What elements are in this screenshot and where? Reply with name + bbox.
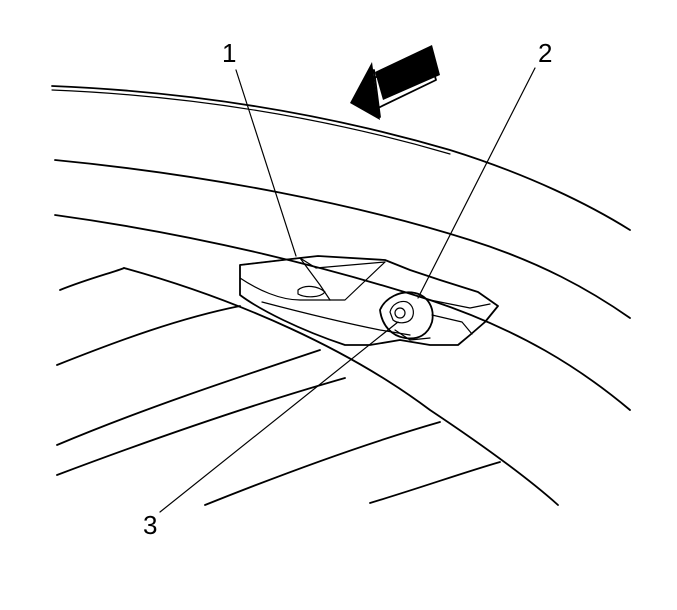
bracket-outer-outline — [239, 255, 499, 346]
bracket-inner-ridge — [329, 261, 386, 301]
roof-panel-line-bottom-mid — [204, 421, 441, 506]
forward-direction-arrow-icon — [350, 45, 440, 120]
roof-edge-line-top-inner — [51, 89, 451, 155]
bracket-ridge — [299, 257, 331, 301]
roof-panel-line-left-upper — [59, 267, 125, 291]
roof-panel-line-left-low — [56, 349, 321, 446]
bracket-right-flange-lower — [431, 314, 473, 335]
roof-contour-lines — [51, 85, 631, 506]
arrow-head — [350, 62, 380, 120]
bracket-top-face — [239, 257, 386, 269]
clip-base — [394, 329, 431, 341]
bracket-lower-edge — [261, 301, 411, 336]
callout-3: 3 — [143, 510, 157, 540]
roof-panel-line-2 — [54, 159, 631, 319]
callout-1: 1 — [222, 38, 236, 68]
clip-fastener-head — [394, 307, 406, 319]
clip-inner-ring — [389, 300, 414, 324]
clip-body — [379, 291, 434, 340]
roof-panel-line-3 — [54, 214, 631, 411]
leader-line-1 — [235, 69, 297, 257]
leader-line-2 — [417, 67, 536, 299]
roof-panel-line-left-bottom — [56, 377, 346, 476]
retainer-clip — [379, 291, 434, 341]
roof-edge-line-top — [51, 85, 631, 231]
bracket-left-face — [239, 277, 331, 301]
roof-panel-line-left-mid — [56, 305, 241, 366]
leader-line-3 — [159, 321, 399, 513]
bracket-slot — [297, 285, 326, 298]
callout-2: 2 — [538, 38, 552, 68]
roof-panel-diagonal — [123, 267, 559, 506]
roof-panel-line-bottom-right — [369, 461, 501, 504]
bracket-right-flange — [429, 299, 491, 309]
arrow-shaft-shadow — [375, 45, 440, 100]
arrow-head-face — [355, 69, 381, 118]
leader-lines — [159, 67, 536, 513]
mount-bracket — [239, 255, 499, 346]
